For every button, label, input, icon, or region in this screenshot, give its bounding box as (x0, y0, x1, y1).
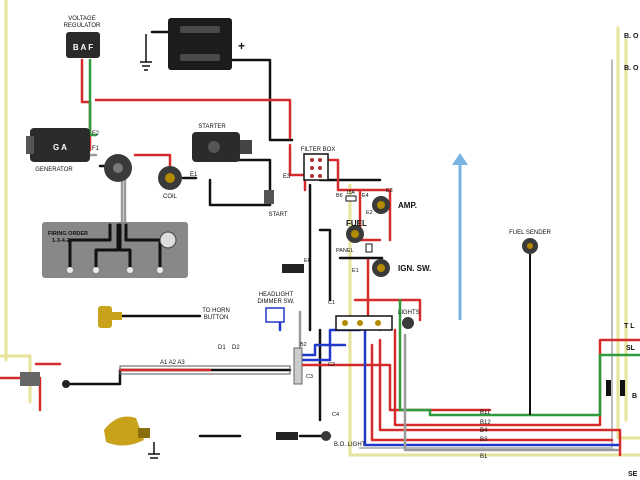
generator-terminals-label: G A (53, 143, 67, 152)
starter-label: STARTER (198, 124, 226, 130)
starter: STARTER START E3 (192, 124, 291, 218)
terminal-block-body (293, 347, 303, 385)
e4-label: E4 (362, 193, 369, 199)
generator-body (30, 128, 90, 162)
e3-start-label: E3 (283, 174, 291, 180)
c4-label: C4 (332, 412, 339, 418)
horn-ground-icon (148, 442, 160, 459)
b12-label: B12 (480, 420, 491, 426)
firing-order-panel: FIRING ORDER 1-3-4-2 (42, 222, 188, 278)
c1-label: C1 (328, 300, 335, 306)
generator: G A GENERATOR F2 F1 (26, 128, 100, 173)
left-lamp-icon (20, 372, 40, 386)
f1-label: F1 (92, 146, 100, 152)
start-switch (264, 190, 274, 204)
dimmer-switch-body (265, 307, 285, 323)
filter-box-body (303, 153, 329, 181)
regulator-terminals-label: B A F (73, 43, 93, 52)
voltage-regulator-label-2: REGULATOR (64, 23, 101, 29)
e1-label: E1 (190, 172, 198, 178)
voltage-regulator-label-1: VOLTAGE (68, 16, 95, 22)
terminal-block: A1 A2 A3 D1 D2 (119, 345, 303, 385)
ford-logo-icon (159, 231, 177, 249)
fuse-icon (345, 195, 357, 202)
right-connector (606, 380, 611, 396)
ignition-switch: IGN. SW. E1 E6 (282, 258, 431, 277)
arrow-up-icon (452, 153, 468, 320)
right-sl-label: SL (626, 345, 636, 352)
to-horn-label-1: TO HORN (202, 308, 230, 314)
b2-label: B2 (300, 342, 307, 348)
horn-icon (104, 416, 144, 446)
right-tl-label: T L (624, 323, 635, 330)
fuel-label: FUEL (346, 219, 367, 228)
b6-label: B6 (336, 193, 343, 199)
ammeter: AMP. E3 E4 E2 B6 15A (336, 188, 417, 216)
coil: COIL E1 (158, 166, 198, 200)
distributor (104, 154, 132, 182)
horn-button-icon (98, 306, 112, 328)
right-bo-label-2: B. O (624, 65, 639, 72)
right-se-label: SE (628, 471, 638, 478)
amp-label: AMP. (398, 201, 417, 210)
d2-label: D2 (232, 345, 240, 351)
lights-switch-body (335, 315, 393, 331)
fuel-sender-label: FUEL SENDER (509, 230, 551, 236)
battery-plus-label: + (238, 39, 245, 53)
e2-label: E2 (366, 210, 373, 216)
b1-label: B1 (480, 454, 488, 460)
lights-label: LIGHTS (398, 310, 420, 316)
panel-label: PANEL (336, 248, 354, 254)
bundle-labels: B11 B12 B4 B3 B1 (480, 410, 491, 460)
horn (104, 416, 298, 459)
headlight-dimmer-switch: HEADLIGHT DIMMER SW. B2 (258, 292, 307, 348)
c2-label: C2 (328, 362, 335, 368)
generator-label: GENERATOR (35, 167, 73, 173)
filter-box: FILTER BOX (301, 147, 336, 181)
voltage-regulator: VOLTAGE REGULATOR B A F (64, 16, 101, 58)
bo-light-icon (321, 431, 331, 441)
battery: + (140, 18, 245, 71)
wire-loom (119, 365, 291, 375)
gray-wires (58, 153, 620, 452)
d1-label: D1 (218, 345, 226, 351)
left-lamp (20, 372, 70, 388)
e3-label: E3 (386, 188, 393, 194)
f2-label: F2 (92, 131, 100, 137)
right-edge-labels: B. O B. O T L SL B SE (606, 33, 639, 478)
b11-label: B11 (480, 410, 491, 416)
ign-sw-label: IGN. SW. (398, 264, 431, 273)
lights-switch: LIGHTS C1 C2 C3 (306, 300, 420, 380)
fuse-15a-label: 15A (346, 190, 356, 196)
connector-plug (282, 264, 304, 273)
ground-icon (140, 34, 152, 71)
headlight-label-2: DIMMER SW. (258, 299, 295, 305)
to-horn-label-2: BUTTON (204, 315, 229, 321)
bo-connector (276, 432, 298, 440)
filter-box-label: FILTER BOX (301, 147, 336, 153)
e6-label: E6 (304, 258, 311, 264)
horn-button: TO HORN BUTTON (98, 306, 230, 328)
e1-ign-label: E1 (352, 268, 359, 274)
fuel-sender: FUEL SENDER (509, 230, 552, 415)
bo-light: B.O. LIGHT C4 (321, 412, 366, 448)
battery-icon (168, 18, 232, 70)
fuel-gauge: FUEL PANEL (336, 219, 373, 254)
b3-label: B3 (480, 437, 488, 443)
right-b-label: B (632, 393, 637, 400)
b4-label: B4 (480, 428, 488, 434)
voltage-regulator-body (66, 32, 100, 58)
coil-label: COIL (163, 194, 178, 200)
start-label: START (268, 212, 287, 218)
headlight-label-1: HEADLIGHT (259, 292, 294, 298)
firing-order-label-1: FIRING ORDER (48, 231, 88, 237)
right-bo-label-1: B. O (624, 33, 639, 40)
yellow-wire-harness (0, 0, 640, 457)
a1a2a3-label: A1 A2 A3 (160, 360, 185, 366)
firing-order-label-2: 1-3-4-2 (52, 238, 70, 244)
bo-light-label: B.O. LIGHT (334, 442, 366, 448)
c3-label: C3 (306, 374, 313, 380)
